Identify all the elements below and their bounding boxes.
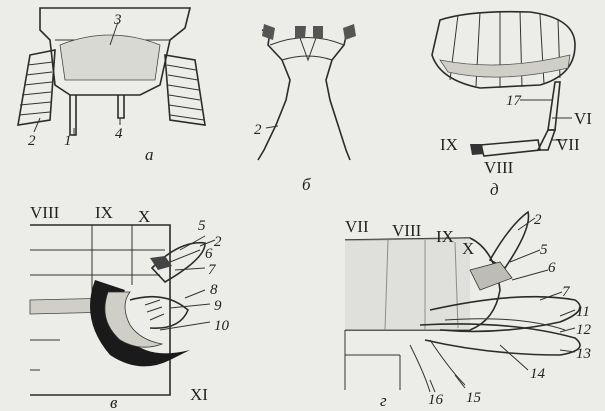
panel-a-left-cercus	[18, 50, 55, 125]
panel-v-label-5: 5	[198, 218, 206, 234]
panel-a-label-3: 3	[113, 12, 122, 28]
panel-g-label-11: 11	[576, 304, 590, 320]
panel-v-segment-xi: XI	[190, 385, 208, 404]
panel-v-segment-x: X	[138, 207, 150, 226]
panel-g-label-6: 6	[548, 260, 556, 276]
panel-d-label-ix: IX	[440, 135, 458, 154]
panel-b-mid-right-tip	[313, 26, 323, 38]
panel-v-element-6	[150, 256, 172, 270]
panel-g-label-16: 16	[428, 392, 444, 408]
panel-g-label-5: 5	[540, 242, 548, 258]
panel-a-dotted-plate	[60, 35, 160, 80]
panel-a-label-4: 4	[115, 126, 123, 142]
panel-d-label-17: 17	[506, 93, 523, 109]
panel-v: VIII IX X XI 5 2 6 7 8 9 10 в	[30, 203, 230, 411]
panel-d-dotted-band	[440, 55, 570, 77]
panel-d-label-vii: VII	[556, 135, 580, 154]
panel-g-segment-x: X	[462, 239, 474, 258]
panel-g-cercus-2	[490, 212, 529, 268]
panel-g-label-13: 13	[576, 346, 591, 362]
panel-g-label-7: 7	[562, 284, 571, 300]
panel-b-right-cercus	[326, 30, 355, 160]
panel-d-label-vi: VI	[574, 109, 592, 128]
panel-d-caption: д	[490, 180, 499, 199]
panel-v-label-6: 6	[205, 246, 213, 262]
panel-a-caption: а	[145, 145, 154, 164]
panel-g-element-16	[410, 345, 430, 392]
panel-d-segment-viii	[480, 140, 540, 156]
panel-v-lobe-8	[130, 297, 188, 329]
panel-g-segment-vii: VII	[345, 217, 369, 236]
panel-a-label-2: 2	[28, 133, 36, 149]
panel-v-genital-capsule	[90, 280, 190, 366]
panel-d-label-viii: VIII	[484, 158, 514, 177]
panel-v-label-9: 9	[214, 298, 222, 314]
panel-v-label-7: 7	[208, 262, 217, 278]
panel-g-segment-viii: VIII	[392, 221, 422, 240]
panel-b-left-cercus	[258, 30, 290, 160]
panel-a-label-1: 1	[64, 133, 72, 149]
panel-b: 2 б	[254, 24, 356, 194]
panel-a-right-cercus	[165, 55, 205, 125]
panel-d-segment-ix	[470, 144, 484, 155]
panel-g-segment-ix: IX	[436, 227, 454, 246]
panel-b-left-tip	[262, 24, 275, 40]
panel-v-caption: в	[110, 393, 118, 411]
panel-v-label-10: 10	[214, 318, 230, 334]
panel-b-mid-left-tip	[295, 26, 306, 38]
panel-g-caption: г	[380, 391, 387, 410]
panel-g-dotted-fill	[345, 238, 470, 330]
panel-a-stylus-4	[118, 95, 124, 118]
panel-g-label-2: 2	[534, 212, 542, 228]
panel-g-label-12: 12	[576, 322, 592, 338]
panel-b-right-tip	[343, 24, 356, 40]
panel-v-segment-viii: VIII	[30, 203, 60, 222]
panel-v-segment-ix: IX	[95, 203, 113, 222]
panel-v-label-2: 2	[214, 234, 222, 250]
panel-a: 3 2 1 4 а	[18, 8, 205, 164]
panel-b-label-2: 2	[254, 122, 262, 138]
panel-a-stylus-1	[70, 95, 76, 135]
panel-d-segment-vi	[548, 82, 560, 130]
panel-b-caption: б	[302, 175, 311, 194]
panel-g: VII VIII IX X 2 5 6 7 11 12 13 14 15 16 …	[345, 212, 592, 410]
panel-g-label-15: 15	[466, 390, 482, 406]
panel-g-label-14: 14	[530, 366, 546, 382]
panel-v-label-8: 8	[210, 282, 218, 298]
panel-d: 17 VI IX VII VIII д	[432, 11, 592, 199]
